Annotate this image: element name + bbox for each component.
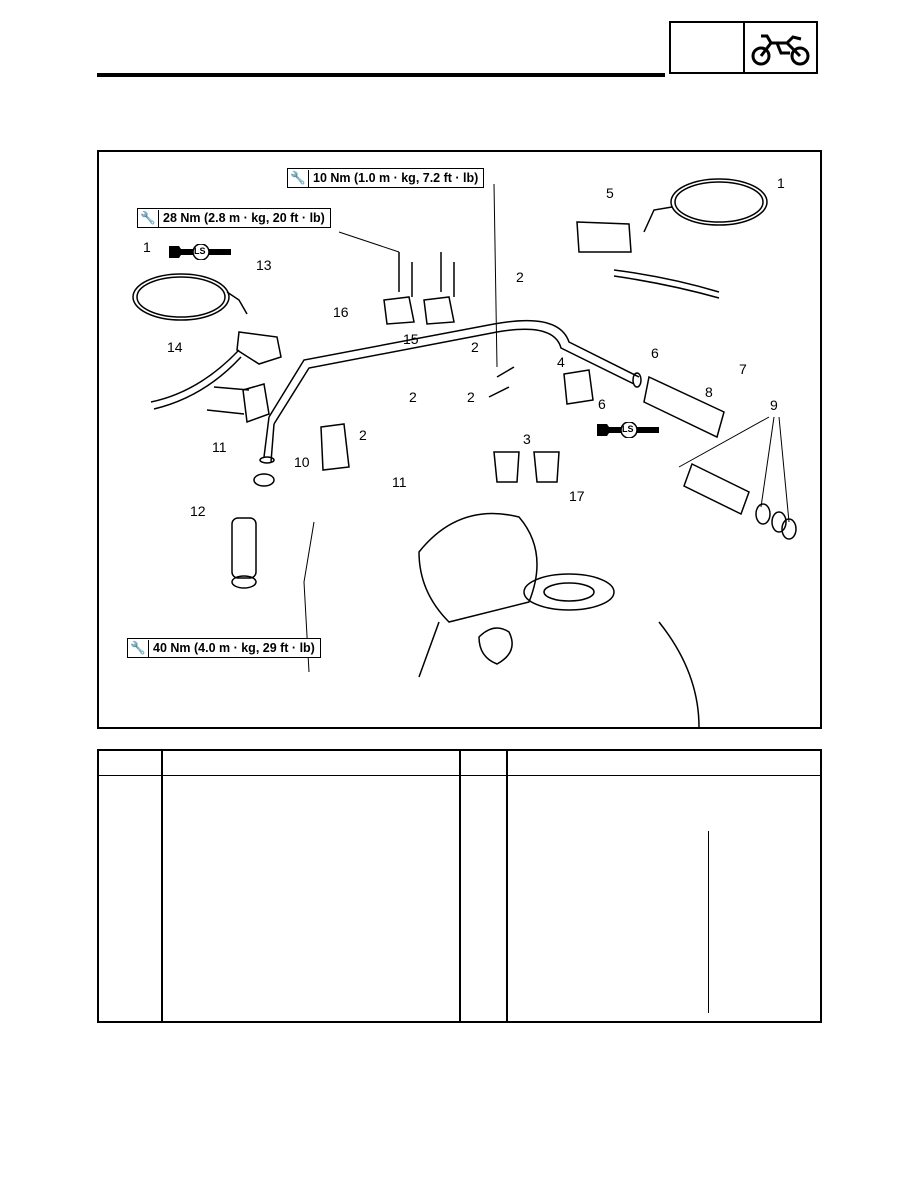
lubricant-badge-left: LS xyxy=(169,244,235,260)
torque-value-28nm: 28 Nm (2.8 m · kg, 20 ft · lb) xyxy=(163,211,325,225)
table-column-divider xyxy=(161,751,163,1021)
callout-number: 1 xyxy=(777,175,785,191)
handlebar-exploded-drawing xyxy=(132,178,797,727)
callout-number: 9 xyxy=(770,397,778,413)
wrench-icon: 🔧 xyxy=(288,169,309,187)
section-tab-icon xyxy=(745,21,818,74)
parts-table xyxy=(97,749,822,1023)
wrench-icon: 🔧 xyxy=(138,209,159,227)
torque-label-28nm: 🔧 28 Nm (2.8 m · kg, 20 ft · lb) xyxy=(137,208,331,228)
motorcycle-icon xyxy=(751,34,810,66)
section-tab-empty xyxy=(669,21,745,74)
lubricant-label: LS xyxy=(622,424,634,434)
callout-number: 12 xyxy=(190,503,206,519)
callout-number: 11 xyxy=(212,439,227,455)
exploded-view-figure: 🔧 10 Nm (1.0 m · kg, 7.2 ft · lb) 🔧 28 N… xyxy=(97,150,822,729)
callout-number: 11 xyxy=(392,474,407,490)
callout-number: 3 xyxy=(523,431,531,447)
callout-number: 17 xyxy=(569,488,585,504)
table-column-divider xyxy=(506,751,508,1021)
callout-number: 7 xyxy=(739,361,747,377)
header-rule xyxy=(97,73,665,77)
callout-number: 2 xyxy=(409,389,417,405)
lubricant-label: LS xyxy=(194,246,206,256)
callout-number: 15 xyxy=(403,331,419,347)
callout-number: 10 xyxy=(294,454,310,470)
torque-value-40nm: 40 Nm (4.0 m · kg, 29 ft · lb) xyxy=(153,641,315,655)
callout-number: 6 xyxy=(598,396,606,412)
table-column-divider xyxy=(459,751,461,1021)
group-brace-lower xyxy=(703,921,709,1013)
callout-number: 5 xyxy=(606,185,614,201)
callout-number: 1 xyxy=(143,239,151,255)
callout-number: 6 xyxy=(651,345,659,361)
group-brace-upper xyxy=(703,831,709,921)
callout-number: 2 xyxy=(471,339,479,355)
callout-number: 16 xyxy=(333,304,349,320)
torque-label-10nm: 🔧 10 Nm (1.0 m · kg, 7.2 ft · lb) xyxy=(287,168,485,188)
callout-number: 14 xyxy=(167,339,183,355)
callout-number: 13 xyxy=(256,257,272,273)
wrench-icon: 🔧 xyxy=(128,639,149,657)
callout-number: 2 xyxy=(359,427,367,443)
torque-value-10nm: 10 Nm (1.0 m · kg, 7.2 ft · lb) xyxy=(313,171,479,185)
callout-number: 4 xyxy=(557,354,565,370)
torque-label-40nm: 🔧 40 Nm (4.0 m · kg, 29 ft · lb) xyxy=(127,638,321,658)
callout-number: 8 xyxy=(705,384,713,400)
callout-number: 2 xyxy=(516,269,524,285)
lubricant-badge-right: LS xyxy=(597,422,663,438)
callout-number: 2 xyxy=(467,389,475,405)
